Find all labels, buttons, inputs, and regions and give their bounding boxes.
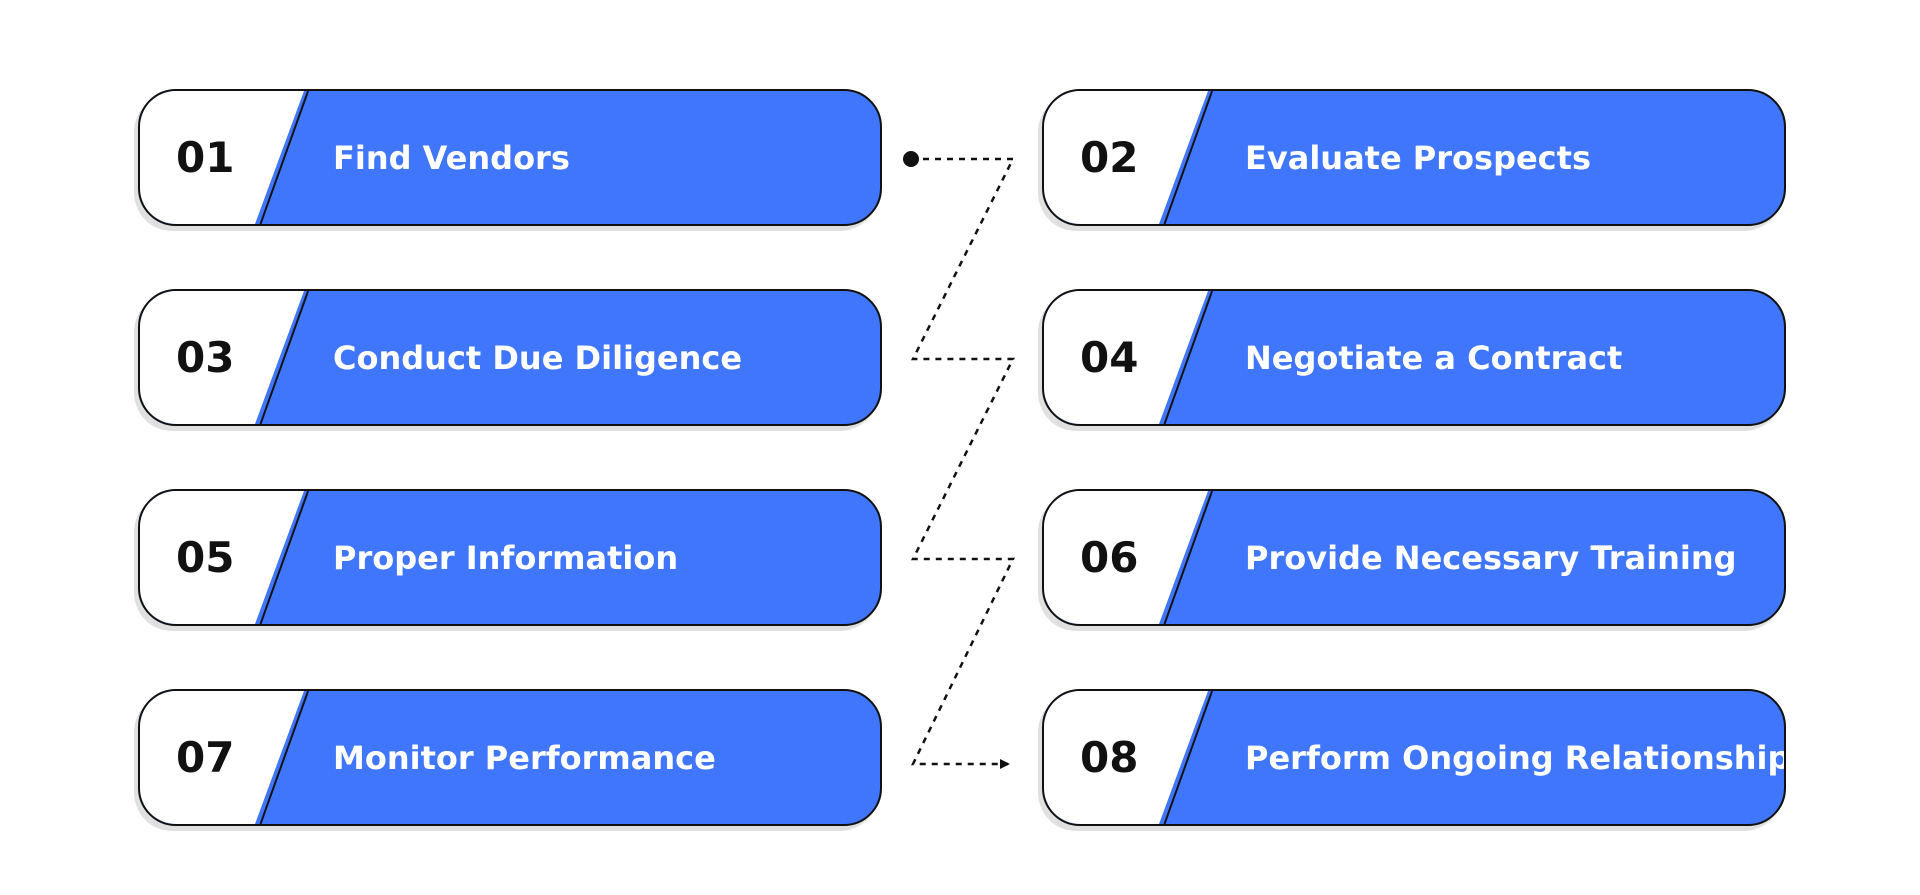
step-number: 04 xyxy=(1080,333,1139,382)
step-card-07: 07 Monitor Performance xyxy=(138,689,882,826)
step-number: 03 xyxy=(176,333,235,382)
panel-divider xyxy=(1163,291,1213,424)
step-card-05: 05 Proper Information xyxy=(138,489,882,626)
panel-divider xyxy=(1163,691,1213,824)
step-number: 08 xyxy=(1080,733,1139,782)
step-label: Proper Information xyxy=(333,538,679,577)
connector-path xyxy=(910,157,1016,769)
step-label: Provide Necessary Training xyxy=(1245,538,1737,577)
step-card-02: 02 Evaluate Prospects xyxy=(1042,89,1786,226)
step-label: Monitor Performance xyxy=(333,738,716,777)
step-card-04: 04 Negotiate a Contract xyxy=(1042,289,1786,426)
step-number: 06 xyxy=(1080,533,1139,582)
panel-divider xyxy=(259,91,309,224)
step-label: Conduct Due Diligence xyxy=(333,338,743,377)
step-label: Evaluate Prospects xyxy=(1245,138,1591,177)
panel-divider xyxy=(259,491,309,624)
connector-start-dot xyxy=(903,151,919,167)
step-card-06: 06 Provide Necessary Training xyxy=(1042,489,1786,626)
step-label: Perform Ongoing Relationship xyxy=(1245,738,1786,777)
step-label: Negotiate a Contract xyxy=(1245,338,1623,377)
step-number: 01 xyxy=(176,133,235,182)
step-number: 02 xyxy=(1080,133,1139,182)
panel-divider xyxy=(1163,91,1213,224)
step-number: 05 xyxy=(176,533,235,582)
step-card-03: 03 Conduct Due Diligence xyxy=(138,289,882,426)
panel-divider xyxy=(259,691,309,824)
step-card-08: 08 Perform Ongoing Relationship xyxy=(1042,689,1786,826)
step-number: 07 xyxy=(176,733,235,782)
step-card-01: 01 Find Vendors xyxy=(138,89,882,226)
step-label: Find Vendors xyxy=(333,138,570,177)
panel-divider xyxy=(1163,491,1213,624)
panel-divider xyxy=(259,291,309,424)
